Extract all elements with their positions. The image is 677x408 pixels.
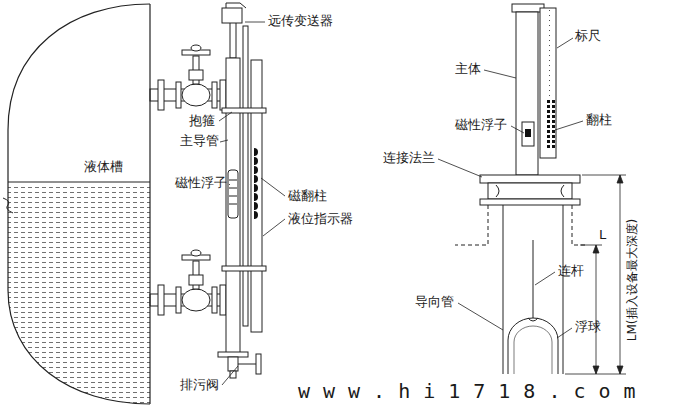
dimension-label: L (599, 228, 606, 243)
lower-valve (150, 250, 226, 315)
watermark: www.hi1718.com (298, 380, 649, 403)
part-label: 连杆 (558, 264, 584, 279)
liquid-tank: 液体槽 (0, 0, 160, 408)
part-label: 液位指示器 (288, 212, 353, 227)
leader-lines (219, 22, 285, 385)
part-label: 远传变送器 (268, 14, 333, 29)
top-mounted-gauge (455, 4, 585, 374)
part-label: 排污阀 (180, 378, 219, 393)
part-label: 磁翻柱 (288, 189, 327, 204)
part-label: 连接法兰 (383, 151, 435, 166)
tank-outline (0, 0, 160, 408)
part-label: 导向管 (415, 295, 454, 310)
leader-lines (438, 38, 583, 338)
dimension-label: LM(插入设备最大深度) (626, 219, 640, 341)
part-label: 浮球 (575, 320, 601, 335)
part-label: 翻柱 (586, 113, 612, 128)
part-label: 主导管 (180, 134, 219, 149)
part-label: 磁性浮子 (455, 118, 507, 133)
part-label: 磁性浮子 (175, 176, 227, 191)
side-gauge (218, 3, 266, 378)
part-label: 主体 (455, 62, 481, 77)
tank-label: 液体槽 (84, 160, 123, 175)
upper-valve (150, 45, 226, 110)
part-label: 标尺 (575, 29, 601, 44)
part-label: 抱箍 (189, 114, 215, 129)
